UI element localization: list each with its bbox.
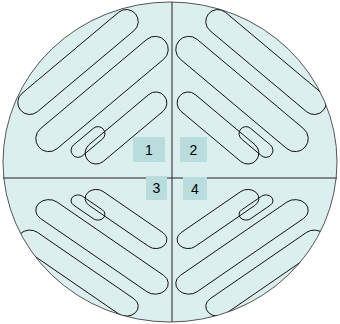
fringe-loop — [236, 193, 276, 223]
callout-box: 4 — [183, 177, 207, 200]
callout-number: 1 — [145, 143, 153, 157]
callout-number: 2 — [190, 143, 198, 157]
callout-box: 3 — [146, 176, 167, 200]
quadrant-fringes — [170, 186, 331, 320]
horizontal-divider — [3, 178, 337, 179]
callout-number: 4 — [191, 182, 199, 196]
fringe-loop — [13, 5, 143, 120]
fringe-loop — [201, 226, 331, 320]
callout-number: 3 — [153, 181, 161, 195]
quadrant-fringes — [13, 186, 174, 320]
callout-box: 2 — [180, 137, 207, 162]
fringe-loop — [170, 195, 313, 298]
fringe-loop — [68, 193, 108, 223]
disc-outline — [3, 2, 337, 322]
fringe-loop — [13, 226, 143, 320]
fringe-loop — [68, 124, 108, 160]
fringe-loop — [236, 124, 276, 160]
quadrant-fringes — [170, 5, 331, 169]
fringe-loop — [201, 5, 331, 120]
vertical-divider — [172, 2, 173, 322]
fringe-loop — [30, 195, 173, 298]
callout-box: 1 — [133, 137, 165, 162]
quadrant-fringes — [13, 5, 174, 169]
